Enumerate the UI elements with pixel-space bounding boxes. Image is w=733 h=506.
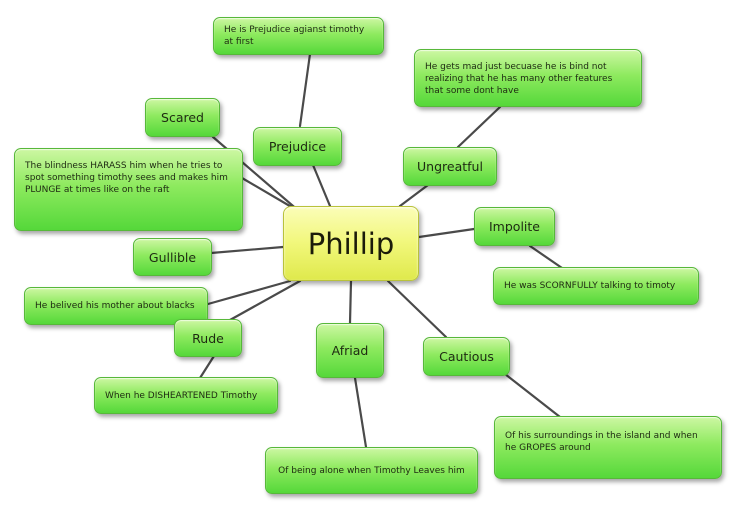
note-scared: The blindness HARASS him when he tries t… xyxy=(14,148,243,231)
trait-cautious: Cautious xyxy=(423,337,510,376)
edge-phillip-impolite xyxy=(417,227,476,239)
edge-rude-note xyxy=(198,354,216,380)
trait-scared: Scared xyxy=(145,98,220,137)
trait-rude: Rude xyxy=(174,319,242,357)
edge-prejudice-note xyxy=(298,52,312,128)
edge-impolite-note xyxy=(528,244,564,270)
note-rude: When he DISHEARTENED Timothy xyxy=(94,377,278,414)
trait-afriad: Afriad xyxy=(316,323,384,378)
central-node-phillip: Phillip xyxy=(283,206,419,281)
trait-ungreatful: Ungreatful xyxy=(403,147,497,186)
note-impolite: He was SCORNFULLY talking to timoty xyxy=(493,267,699,305)
edge-phillip-gullible-note xyxy=(206,279,292,306)
edge-ungreatful-note xyxy=(456,105,502,149)
note-cautious: Of his surroundings in the island and wh… xyxy=(494,416,722,479)
edge-cautious-note xyxy=(503,372,562,419)
trait-prejudice: Prejudice xyxy=(253,127,342,166)
edge-phillip-gullible xyxy=(209,245,285,255)
trait-gullible: Gullible xyxy=(133,238,212,276)
edge-phillip-cautious xyxy=(386,279,448,339)
trait-impolite: Impolite xyxy=(474,207,555,246)
note-gullible: He belived his mother about blacks xyxy=(24,287,208,325)
note-afriad: Of being alone when Timothy Leaves him xyxy=(265,447,478,494)
edge-phillip-ungreatful xyxy=(398,183,430,208)
note-prejudice: He is Prejudice agianst timothy at first xyxy=(213,17,384,55)
edge-phillip-afriad xyxy=(348,279,353,325)
edge-phillip-prejudice xyxy=(311,163,332,208)
edge-phillip-rude xyxy=(228,279,302,322)
note-ungreatful: He gets mad just becuase he is bind not … xyxy=(414,49,642,107)
edge-afriad-note xyxy=(353,376,368,449)
